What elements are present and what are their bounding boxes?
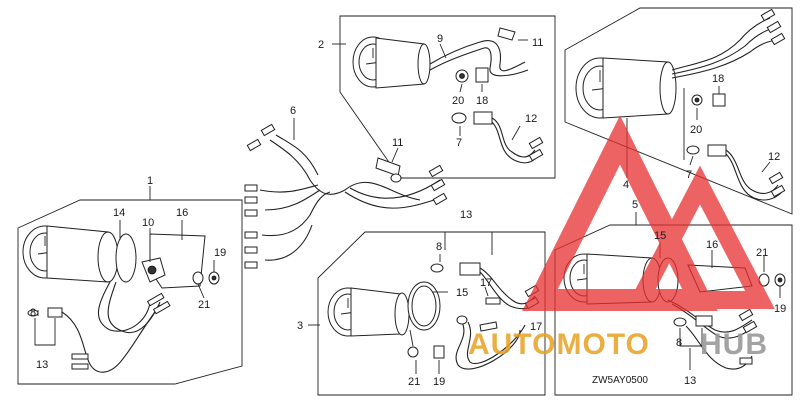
group-box-4: [564, 7, 793, 215]
callout-11-harness: 11: [392, 137, 403, 149]
callout-17-lower: 17: [530, 321, 542, 333]
callout-13-group1: 13: [36, 359, 48, 371]
callout-19-group3: 19: [433, 376, 445, 388]
callout-12-group2: 12: [525, 113, 537, 125]
callout-19-group5: 19: [774, 303, 786, 315]
callout-15-group3: 15: [456, 287, 468, 299]
callout-2: 2: [318, 39, 324, 51]
group-box-5: [554, 224, 793, 396]
group-box-2: [339, 15, 556, 179]
callout-19-group1: 19: [214, 247, 226, 259]
watermark-triangle-large: [522, 115, 718, 311]
diagram-code: ZW5AY0500: [592, 375, 648, 386]
callout-13-group3: 13: [460, 209, 472, 221]
watermark-logo: [522, 115, 775, 311]
callout-8-group1: 8: [30, 307, 36, 319]
watermark-triangle-small: [625, 165, 775, 309]
callout-10: 10: [142, 217, 154, 229]
callout-21-group5: 21: [756, 247, 768, 259]
callout-4: 4: [623, 179, 629, 191]
callout-18-group4: 18: [712, 73, 724, 85]
callout-8-group3: 8: [436, 241, 442, 253]
callout-20-group2: 20: [452, 95, 464, 107]
callout-1: 1: [147, 175, 153, 187]
callout-17-upper: 17: [480, 277, 492, 289]
callout-6: 6: [290, 105, 296, 117]
callout-14: 14: [113, 207, 125, 219]
callout-11-group2: 11: [532, 37, 543, 49]
wire-harness-6: [244, 123, 448, 269]
callout-13-group5: 13: [684, 375, 696, 387]
callout-3: 3: [297, 320, 303, 332]
callout-8-group5: 8: [676, 337, 682, 349]
callout-18-group2: 18: [476, 95, 488, 107]
callout-7-group2: 7: [456, 137, 462, 149]
callout-21-group1: 21: [198, 299, 210, 311]
group-box-3: [317, 231, 546, 396]
callout-15-group5: 15: [654, 230, 666, 242]
gauge-assembly-3: [327, 262, 540, 370]
callout-20-group4: 20: [690, 124, 702, 136]
watermark-text-automoto: AUTOMOTO: [468, 328, 650, 361]
callout-16-group1: 16: [176, 207, 188, 219]
callout-9: 9: [437, 33, 443, 45]
watermark-text-hub: HUB: [700, 328, 768, 361]
callout-21-group3: 21: [408, 376, 420, 388]
callout-16-group5: 16: [706, 239, 718, 251]
callout-7-group4: 7: [686, 169, 692, 181]
group-box-1: [17, 199, 243, 385]
callout-5: 5: [632, 199, 638, 211]
gauge-assembly-1: [22, 225, 220, 373]
gauge-assembly-2: [352, 27, 544, 164]
gauge-assembly-4: [575, 8, 786, 201]
callout-12-group4: 12: [768, 151, 780, 163]
